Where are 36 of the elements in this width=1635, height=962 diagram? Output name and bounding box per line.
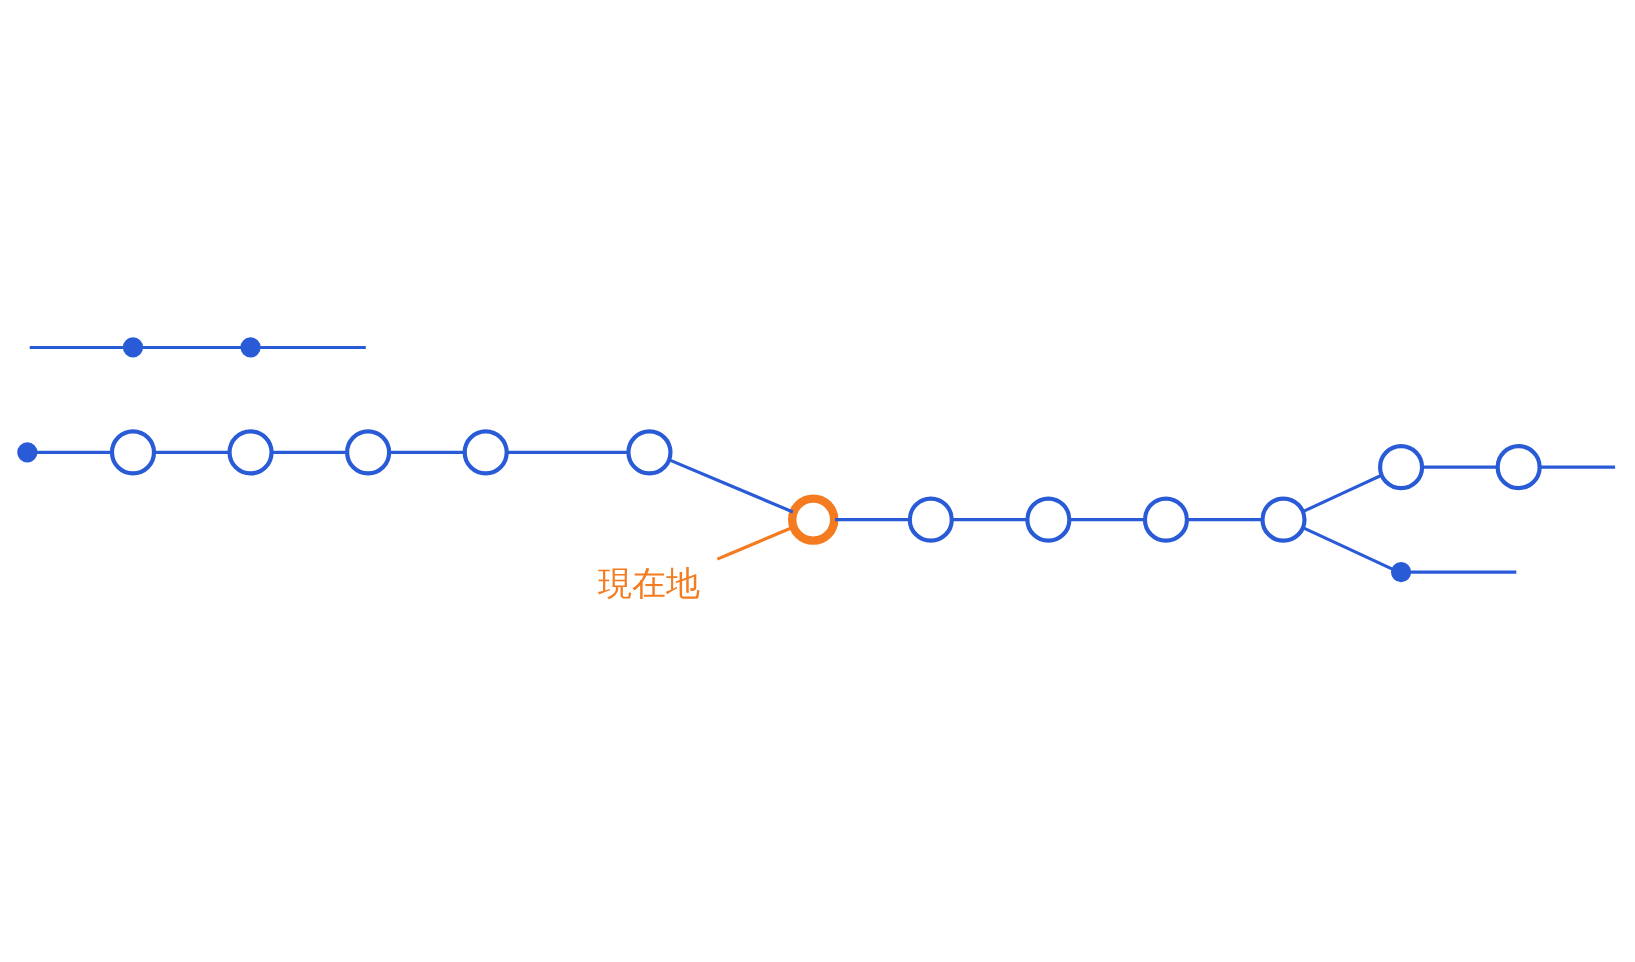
node-circle <box>1142 496 1190 543</box>
connector <box>1539 465 1616 469</box>
node-circle <box>109 428 157 476</box>
connector <box>36 450 112 454</box>
connector <box>1422 465 1497 469</box>
connector <box>154 450 229 454</box>
node-circle <box>227 428 274 476</box>
connector <box>1070 517 1145 521</box>
connector <box>1410 570 1517 574</box>
connector <box>952 517 1027 521</box>
node-dot <box>240 336 261 358</box>
node-text: 現在地 <box>598 563 701 603</box>
node-circle <box>1495 443 1542 490</box>
node-dot <box>17 441 38 463</box>
node-circle <box>907 496 954 543</box>
connector <box>1302 525 1394 570</box>
node-circle <box>626 428 673 476</box>
connector <box>1302 473 1382 513</box>
node-dot <box>122 336 144 358</box>
connector <box>272 450 347 454</box>
node-circle <box>1378 443 1425 490</box>
connector <box>29 345 124 349</box>
connector <box>506 450 629 454</box>
node-circle <box>1260 496 1307 543</box>
connector <box>835 517 910 521</box>
node-circle <box>462 428 509 476</box>
node-circle <box>345 428 392 476</box>
connector <box>260 345 366 349</box>
connector <box>716 525 794 561</box>
connector <box>1187 517 1262 521</box>
connector <box>390 450 465 454</box>
node-dot <box>1390 561 1412 582</box>
node-circle <box>1025 496 1072 543</box>
connector <box>668 457 794 513</box>
connector <box>142 345 242 349</box>
node-circle <box>788 493 839 545</box>
